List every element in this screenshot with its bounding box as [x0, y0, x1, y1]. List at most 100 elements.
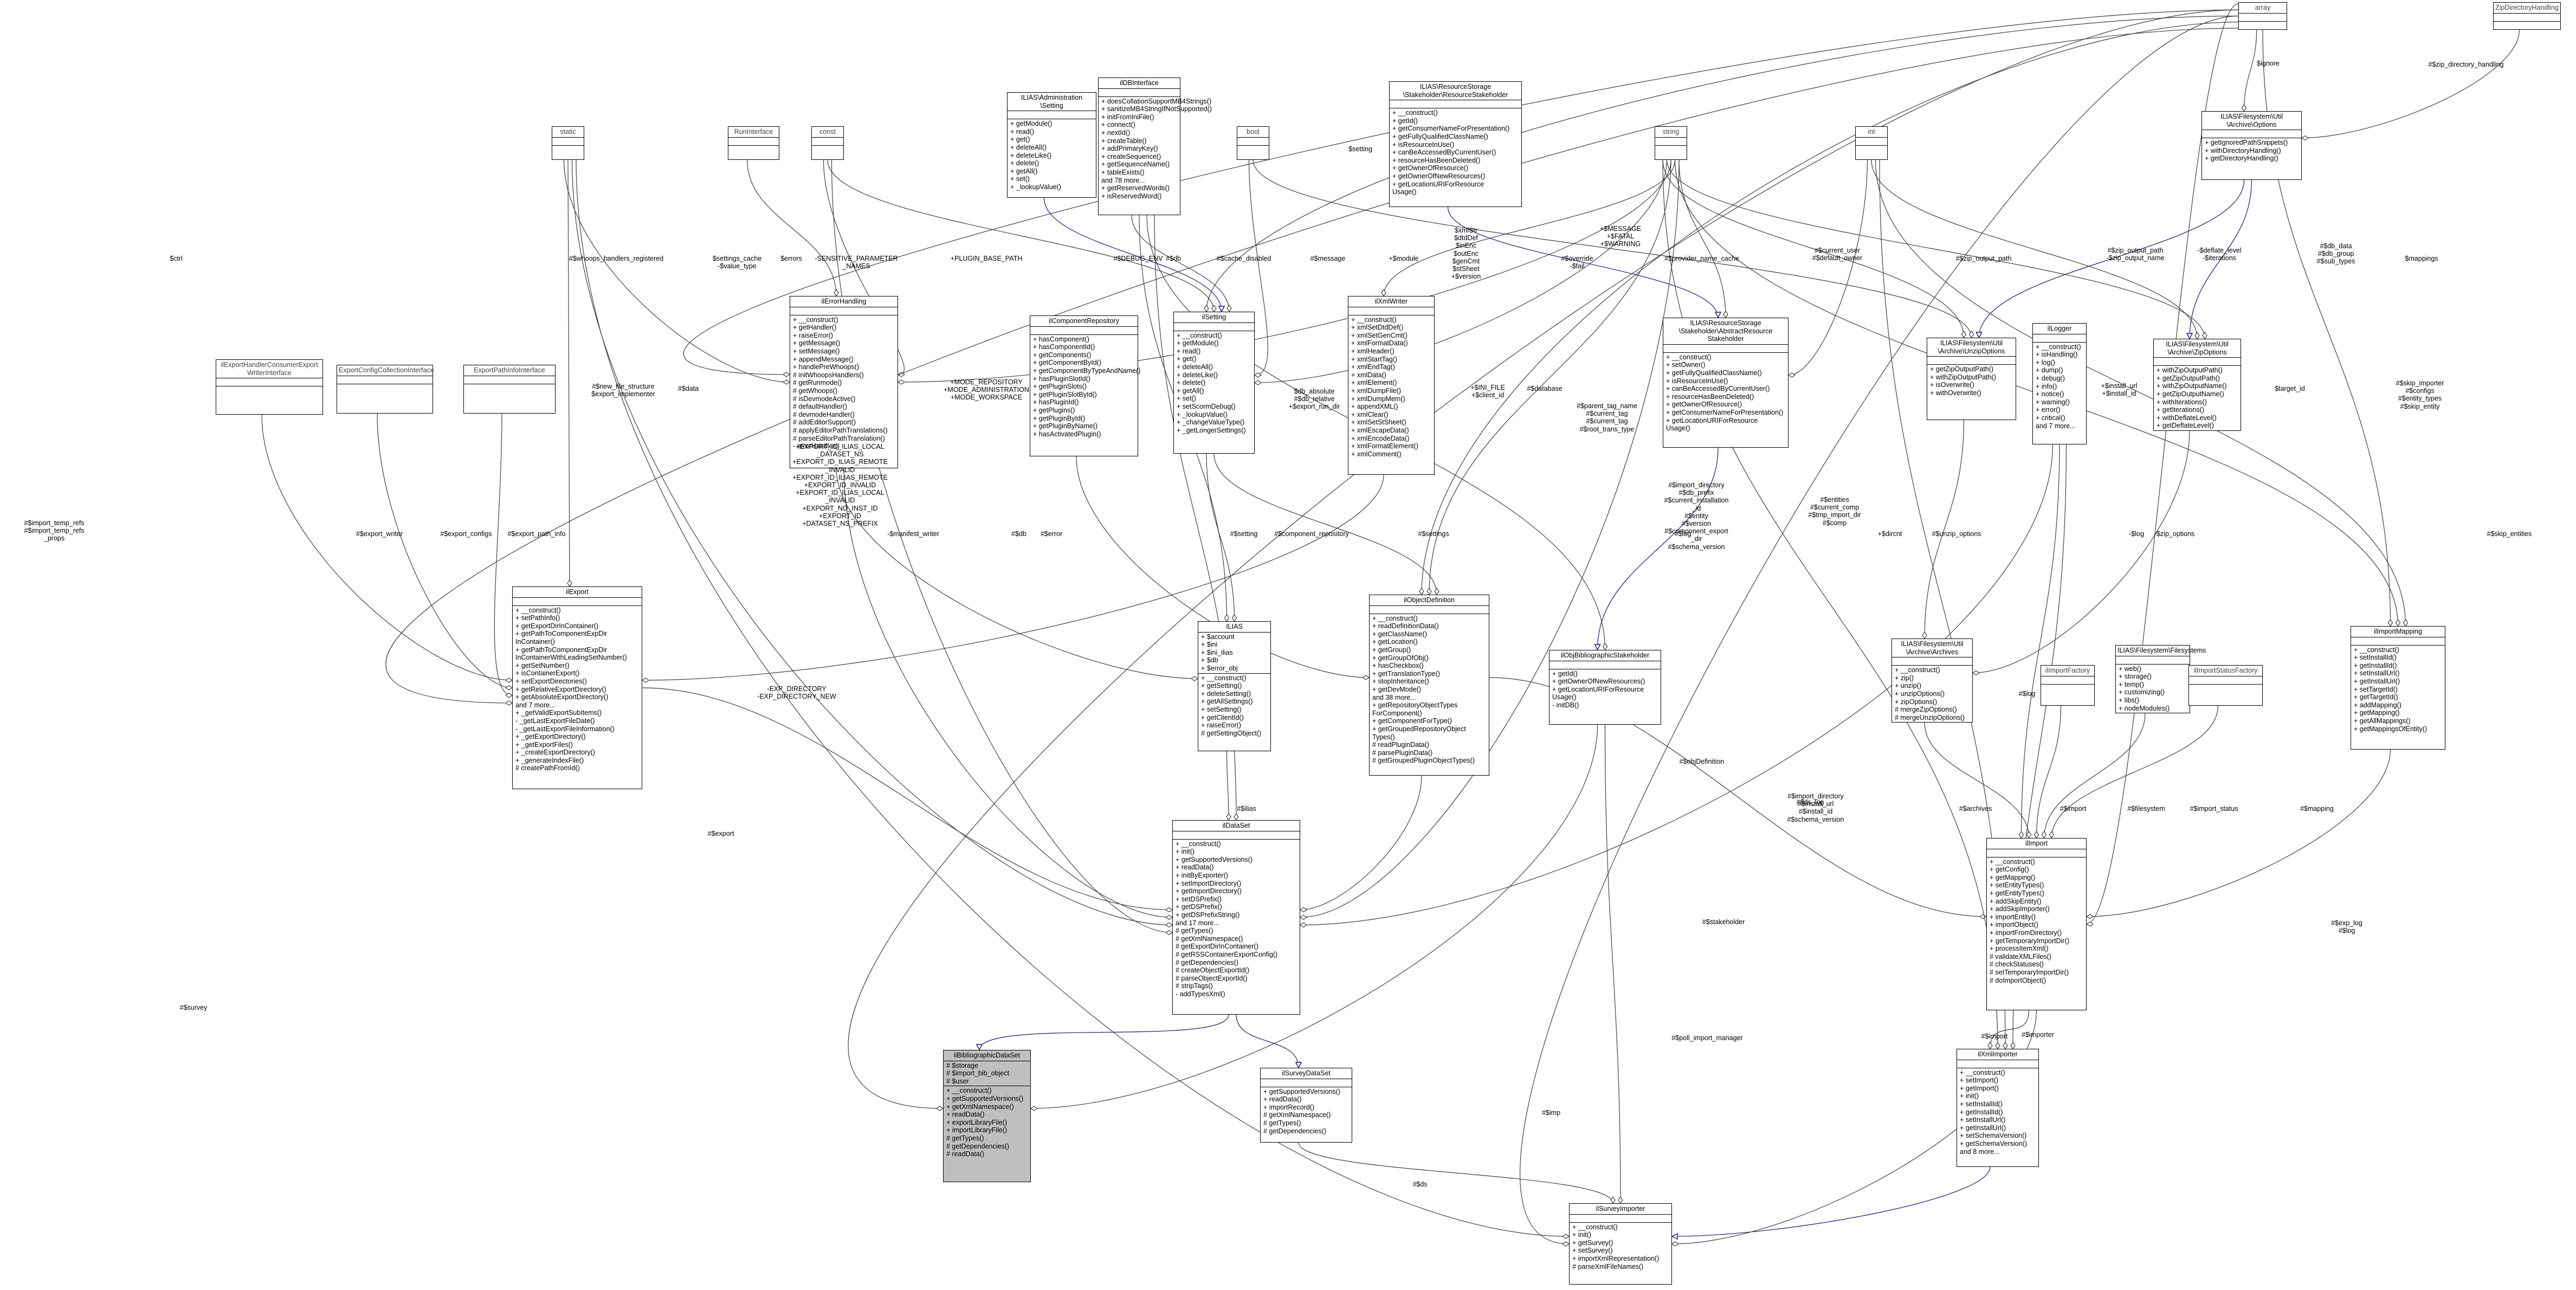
class-title: const: [812, 127, 843, 138]
method-line: + getMapping(): [1990, 873, 2036, 881]
class-node-resstake[interactable]: ILIAS\ResourceStorage \Stakeholder\Resou…: [1389, 81, 1522, 207]
method-line: + initByExporter(): [1176, 871, 1228, 879]
class-node-export[interactable]: ilExport+ __construct()+ setPathInfo()+ …: [512, 586, 642, 789]
class-node-importfactory[interactable]: ilImportFactory: [2041, 665, 2095, 706]
class-attributes: [464, 376, 555, 384]
method-line: + getAllMappings(): [2354, 717, 2411, 725]
method-line: + unzip(): [1895, 682, 1921, 690]
class-node-import[interactable]: ilImport+ __construct()+ getConfig()+ ge…: [1986, 838, 2087, 1010]
class-node-zipopts[interactable]: ILIAS\Filesystem\Util \Archive\ZipOption…: [2153, 339, 2241, 431]
class-methods: + getIgnoredPathSnippets()+ withDirector…: [2202, 138, 2301, 163]
method-line: + __construct(): [793, 315, 838, 324]
method-line: + getLocationURIForResource: [1666, 416, 1758, 424]
class-node-ehcw[interactable]: ilExportHandlerConsumerExport WriterInte…: [216, 359, 323, 415]
class-attributes: [1099, 89, 1180, 97]
class-node-unzipopts[interactable]: ILIAS\Filesystem\Util \Archive\UnzipOpti…: [1927, 338, 2016, 420]
method-line: + xmlSetDtdDef(): [1351, 324, 1404, 332]
method-line: ForComponent(): [1372, 709, 1422, 717]
edge-label: +EXPORT_ID_ILIAS_LOCAL _DATASET_NS +EXPO…: [792, 443, 888, 528]
class-node-errhandling[interactable]: ilErrorHandling+ __construct()+ getHandl…: [790, 296, 898, 468]
class-node-const[interactable]: const: [811, 126, 844, 160]
method-line: + isHandling(): [2036, 351, 2078, 359]
usage-edge-array-to-objdef: [1422, 22, 2239, 595]
method-line: + addSkipImporter(): [1990, 905, 2050, 913]
method-line: + __construct(): [946, 1087, 992, 1095]
class-node-admin[interactable]: ILIAS\Administration \Setting+ getModule…: [1007, 92, 1096, 198]
usage-edge-setting-to-ilias: [1206, 453, 1235, 621]
class-node-string[interactable]: string: [1655, 126, 1687, 160]
class-title: ILIAS\Filesystem\Filesystems: [2116, 646, 2206, 656]
class-node-bibds[interactable]: ilBibliographicDataSet# $storage# $impor…: [943, 1050, 1031, 1182]
class-methods: + __construct()+ readDefinitionData()+ g…: [1370, 614, 1489, 765]
edge-label: #$skip_entities: [2487, 530, 2532, 538]
method-line: # getTypes(): [1263, 1119, 1301, 1127]
class-attributes: [1663, 345, 1788, 353]
method-line: + __construct(): [1176, 840, 1221, 848]
method-line: + isResourceInUse(): [1392, 140, 1455, 149]
class-node-comprepo[interactable]: ilComponentRepository+ hasComponent()+ h…: [1030, 315, 1140, 456]
class-methods: + __construct()+ init()+ getSurvey()+ se…: [1570, 1223, 1671, 1272]
class-node-xmlwriter[interactable]: ilXmlWriter+ __construct()+ xmlSetDtdDef…: [1348, 296, 1435, 475]
method-line: + xmlFormatElement(): [1351, 442, 1418, 450]
class-node-int[interactable]: int: [1855, 126, 1888, 160]
class-node-array[interactable]: array: [2238, 2, 2287, 30]
method-line: # readPluginData(): [1372, 741, 1429, 749]
class-node-dbiface[interactable]: ilDBInterface+ doesCollationSupportMB4St…: [1098, 78, 1212, 215]
class-node-bool[interactable]: bool: [1237, 126, 1269, 160]
method-line: + xmlEncodeData(): [1351, 434, 1410, 442]
class-title: ilImportMapping: [2351, 627, 2445, 637]
edge-label: $ignore: [2257, 60, 2280, 67]
class-node-unzip[interactable]: ILIAS\Filesystem\Util \Archive\Archives+…: [1891, 638, 1973, 723]
class-node-absstake[interactable]: ILIAS\ResourceStorage \Stakeholder\Abstr…: [1663, 318, 1789, 448]
class-attributes: [1927, 357, 2016, 365]
method-line: # getTypes(): [1176, 927, 1213, 935]
edge-label: #$db: [1166, 255, 1181, 262]
class-node-setting[interactable]: ilSetting+ __construct()+ getModule()+ r…: [1173, 312, 1255, 454]
edge-label: -EXP_DIRECTORY -EXP_DIRECTORY_NEW: [757, 685, 836, 701]
class-title: ilBibliographicDataSet: [944, 1050, 1030, 1061]
class-node-dataset[interactable]: ilDataSet+ __construct()+ init()+ getSup…: [1172, 820, 1300, 1015]
method-line: + setOwner(): [1666, 361, 1706, 369]
class-node-logger[interactable]: ilLogger+ __construct()+ isHandling()+ l…: [2032, 323, 2087, 444]
class-node-epi[interactable]: ExportPathInfoInterface: [463, 365, 556, 414]
method-line: + read(): [1010, 127, 1035, 136]
class-node-runiface[interactable]: RunInterface: [728, 126, 779, 160]
class-node-surveyimp[interactable]: ilSurveyImporter+ __construct()+ init()+…: [1569, 1203, 1672, 1285]
usage-edge-const-to-dataset: [831, 159, 1173, 933]
method-line: + delete(): [1177, 379, 1206, 387]
method-line: + __construct(): [2036, 343, 2081, 351]
class-node-objbib[interactable]: ilObjBibliographicStakeholder+ getId()+ …: [1549, 650, 1661, 725]
usage-edge-importfactory-to-import: [2037, 705, 2062, 838]
method-line: + getId(): [1392, 117, 1418, 125]
class-node-archopts[interactable]: ILIAS\Filesystem\Util \Archive\Options+ …: [2201, 111, 2302, 180]
class-node-zipdir[interactable]: ZipDirectoryHandling: [2493, 2, 2561, 30]
class-title: ilExport: [513, 587, 642, 598]
method-line: + getFullyQualifiedClassName(): [1392, 132, 1488, 140]
class-node-ecc[interactable]: ExportConfigCollectionInterface: [337, 365, 434, 414]
class-node-objdef[interactable]: ilObjectDefinition+ __construct()+ readD…: [1369, 595, 1489, 776]
class-methods: + __construct()+ getSupportedVersions()+…: [944, 1086, 1030, 1159]
class-node-isf[interactable]: ilImportStatusFactory: [2188, 665, 2263, 706]
method-line: + addPrimaryKey(): [1101, 145, 1158, 153]
method-line: Usage(): [1666, 424, 1690, 433]
edge-label: +$dircnt: [1877, 530, 1902, 538]
class-methods: + hasComponent()+ hasComponentId()+ getC…: [1030, 335, 1140, 439]
class-node-ilias[interactable]: ILIAS+ $account+ $ini+ $ini_ilias+ $db+ …: [1198, 621, 1271, 751]
method-line: + set(): [1010, 175, 1030, 183]
method-line: + dump(): [2036, 366, 2063, 375]
inheritance-edge-archopts-to-zipopts: [2190, 179, 2252, 339]
class-node-xmlimporter[interactable]: ilXmlImporter+ __construct()+ setImport(…: [1957, 1049, 2039, 1167]
class-attributes: [2033, 334, 2086, 343]
method-line: + handlePreWhoops(): [793, 363, 859, 371]
method-line: + hasActivatedPlugin(): [1033, 430, 1101, 438]
class-node-importmap[interactable]: ilImportMapping+ __construct()+ setInsta…: [2351, 626, 2445, 750]
method-line: # getXmlNamespace(): [1176, 934, 1243, 943]
class-node-fsys[interactable]: ILIAS\Filesystem\Filesystems+ web()+ sto…: [2115, 645, 2206, 714]
method-line: + setInstallId(): [2354, 654, 2397, 662]
edge-label: -$log: [2129, 530, 2144, 538]
class-node-surveyds[interactable]: ilSurveyDataSet+ getSupportedVersions()+…: [1260, 1068, 1352, 1143]
class-attributes: [1370, 606, 1489, 614]
method-line: and 38 more...: [1372, 693, 1416, 701]
class-node-static[interactable]: static: [552, 126, 584, 160]
method-line: + getAll(): [1010, 167, 1038, 175]
